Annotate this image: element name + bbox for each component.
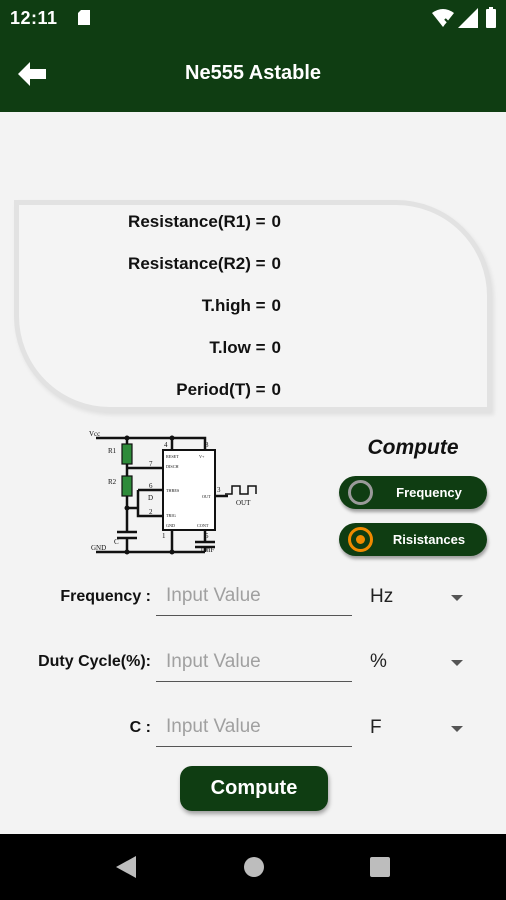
ic-cont: CONT — [197, 523, 209, 528]
result-r1-label: Resistance(R1) = — [128, 212, 266, 231]
label-r2: R2 — [108, 478, 117, 486]
dropdown-caret-icon — [451, 595, 463, 601]
frequency-input[interactable] — [156, 576, 352, 616]
ic-thres: THRES — [166, 488, 180, 493]
result-r2-value: 0 — [271, 254, 281, 273]
pin-8: 8 — [205, 441, 209, 449]
pin-4: 4 — [164, 441, 168, 449]
duty-cycle-input[interactable] — [156, 642, 352, 682]
status-time: 12:11 — [10, 8, 58, 28]
nav-back-icon[interactable] — [116, 856, 136, 878]
capacitance-input[interactable] — [156, 707, 352, 747]
dropdown-caret-icon — [451, 660, 463, 666]
result-period-label: Period(T) = — [176, 380, 266, 399]
app-bar: Ne555 Astable — [0, 36, 506, 112]
ic-vplus: V+ — [199, 454, 205, 459]
radio-selected-icon — [348, 527, 373, 552]
ic-out: OUT — [202, 494, 211, 499]
result-r2: Resistance(R2) = 0 — [19, 254, 281, 274]
result-tlow-value: 0 — [271, 338, 281, 357]
page-title: Ne555 Astable — [185, 62, 321, 84]
pin-7: 7 — [149, 460, 153, 468]
result-period-value: 0 — [271, 380, 281, 399]
pin-5: 5 — [205, 532, 209, 540]
pin-2: 2 — [149, 508, 153, 516]
ic-disch: DISCH — [166, 464, 179, 469]
compute-heading: Compute — [367, 436, 459, 459]
compute-button[interactable]: Compute — [180, 766, 328, 811]
result-period: Period(T) = 0 — [19, 380, 281, 400]
label-gnd: GND — [91, 544, 106, 552]
capacitance-unit-value: F — [370, 717, 382, 738]
duty-cycle-unit-value: % — [370, 651, 387, 672]
resistor-r1 — [121, 443, 133, 465]
ic-gnd: GND — [166, 523, 175, 528]
resistor-r2 — [121, 475, 133, 497]
result-r1: Resistance(R1) = 0 — [19, 212, 281, 232]
ic-reset: RESET — [166, 454, 179, 459]
pin-1: 1 — [162, 532, 166, 540]
label-c: C — [114, 538, 119, 546]
capacitance-unit-select[interactable]: F — [360, 713, 472, 745]
back-arrow-icon[interactable] — [14, 58, 50, 90]
result-thigh-value: 0 — [271, 296, 281, 315]
label-vcc: Vcc — [89, 430, 100, 438]
wifi-icon — [432, 9, 454, 27]
ic-trig: TRIG — [166, 513, 176, 518]
frequency-label: Frequency : — [60, 588, 151, 605]
capacitance-label: C : — [129, 719, 151, 736]
radio-unselected-icon — [348, 480, 373, 505]
result-thigh: T.high = 0 — [19, 296, 281, 316]
frequency-unit-select[interactable]: Hz — [360, 582, 472, 614]
label-d: D — [148, 494, 153, 502]
label-r1: R1 — [108, 447, 117, 455]
duty-cycle-label: Duty Cycle(%): — [38, 653, 151, 670]
status-bar: 12:11 — [0, 0, 506, 36]
ne555-circuit-diagram: Vcc R1 R2 C GND OUT 10nF 4 8 7 6 2 1 5 3… — [89, 430, 257, 555]
results-card: Resistance(R1) = 0 Resistance(R2) = 0 T.hi… — [14, 200, 492, 412]
mode-frequency-button[interactable]: Frequency — [339, 476, 487, 509]
mode-resistances-button[interactable]: Risistances — [339, 523, 487, 556]
system-nav-bar — [0, 834, 506, 900]
sd-card-icon — [78, 10, 90, 25]
label-out: OUT — [236, 499, 251, 507]
duty-cycle-unit-select[interactable]: % — [360, 647, 472, 679]
label-cap: 10nF — [200, 546, 215, 554]
result-tlow: T.low = 0 — [19, 338, 281, 358]
signal-icon — [458, 8, 478, 28]
result-tlow-label: T.low = — [209, 338, 266, 357]
mode-frequency-label: Frequency — [396, 485, 462, 500]
result-thigh-label: T.high = — [201, 296, 266, 315]
pin-3: 3 — [217, 486, 221, 494]
dropdown-caret-icon — [451, 726, 463, 732]
pin-6: 6 — [149, 482, 153, 490]
result-r2-label: Resistance(R2) = — [128, 254, 266, 273]
frequency-unit-value: Hz — [370, 586, 394, 607]
battery-icon — [486, 7, 496, 28]
result-r1-value: 0 — [271, 212, 281, 231]
nav-home-icon[interactable] — [244, 857, 264, 877]
mode-resistances-label: Risistances — [392, 532, 466, 547]
nav-recents-icon[interactable] — [370, 857, 390, 877]
